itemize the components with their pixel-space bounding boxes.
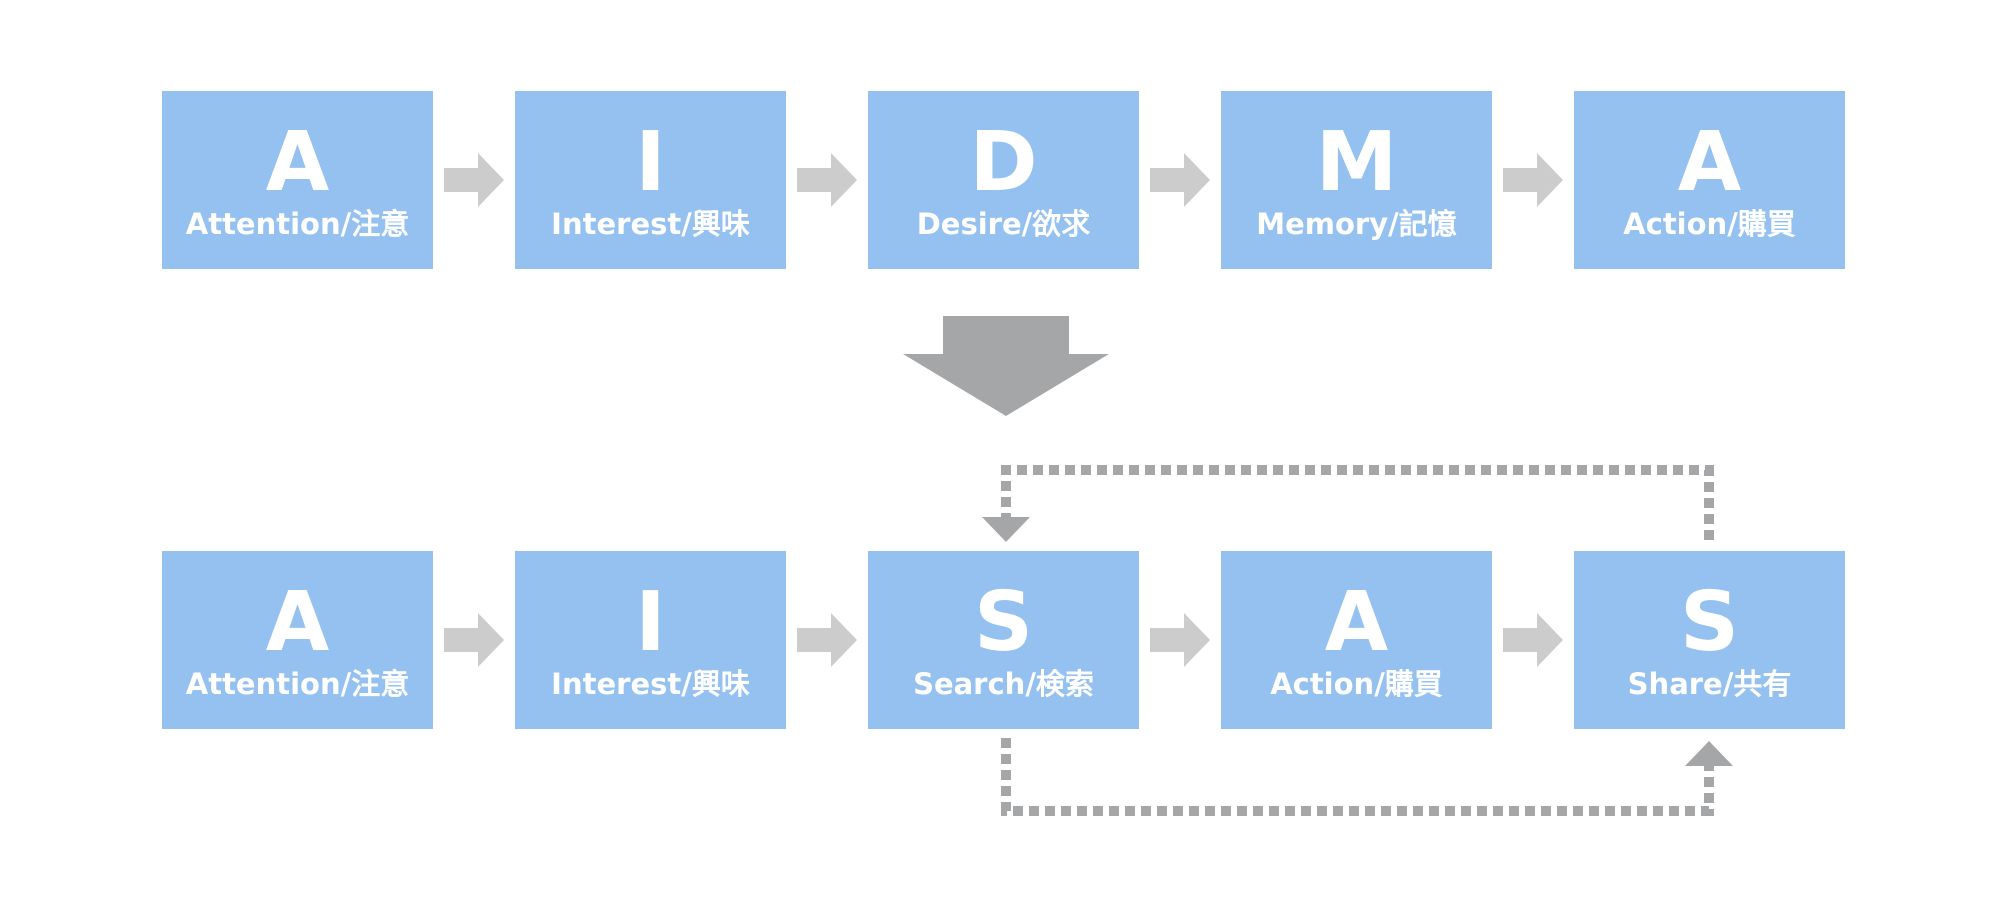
step-box [162, 91, 433, 269]
arrow-down-icon [982, 517, 1030, 542]
step-box [515, 551, 786, 729]
step-letter: I [635, 115, 666, 210]
step-label: Attention/注意 [186, 667, 409, 701]
arrow-down-icon [903, 316, 1109, 416]
step-label: Interest/興味 [551, 667, 750, 701]
step-label: Memory/記憶 [1256, 207, 1456, 241]
step-letter: M [1316, 115, 1398, 210]
step-letter: A [1678, 115, 1742, 210]
step-label: Desire/欲求 [917, 207, 1091, 241]
aisas-step-5: S Share/共有 [1574, 551, 1845, 729]
step-box [162, 551, 433, 729]
arrow-right-icon [444, 613, 504, 667]
step-label: Share/共有 [1628, 667, 1792, 701]
aidma-row: A Attention/注意 I Interest/興味 D Desire/欲求… [162, 91, 1845, 269]
step-letter: S [974, 575, 1033, 670]
arrow-right-icon [1503, 613, 1563, 667]
step-box [868, 91, 1139, 269]
arrow-right-icon [1150, 613, 1210, 667]
aisas-step-2: I Interest/興味 [515, 551, 786, 729]
step-box [868, 551, 1139, 729]
step-box [1221, 551, 1492, 729]
step-letter: A [266, 575, 330, 670]
step-label: Interest/興味 [551, 207, 750, 241]
aidma-step-3: D Desire/欲求 [868, 91, 1139, 269]
aisas-row: A Attention/注意 I Interest/興味 S Search/検索… [162, 551, 1845, 729]
arrow-right-icon [797, 613, 857, 667]
step-letter: I [635, 575, 666, 670]
step-letter: S [1680, 575, 1739, 670]
step-label: Attention/注意 [186, 207, 409, 241]
step-box [1574, 551, 1845, 729]
step-box [515, 91, 786, 269]
aidma-step-4: M Memory/記憶 [1221, 91, 1492, 269]
aidma-step-2: I Interest/興味 [515, 91, 786, 269]
aidma-step-1: A Attention/注意 [162, 91, 433, 269]
arrow-right-icon [444, 153, 504, 207]
aisas-step-3: S Search/検索 [868, 551, 1139, 729]
step-label: Action/購買 [1623, 207, 1796, 241]
loop-line-top [1001, 465, 1714, 540]
step-letter: A [266, 115, 330, 210]
step-box [1574, 91, 1845, 269]
arrow-up-icon [1685, 741, 1733, 766]
step-label: Search/検索 [913, 667, 1094, 701]
arrow-right-icon [797, 153, 857, 207]
step-label: Action/購買 [1270, 667, 1443, 701]
arrow-right-icon [1503, 153, 1563, 207]
step-letter: A [1325, 575, 1389, 670]
step-box [1221, 91, 1492, 269]
step-letter: D [969, 115, 1037, 210]
aisas-step-1: A Attention/注意 [162, 551, 433, 729]
loop-line-bottom [1001, 738, 1714, 816]
aisas-step-4: A Action/購買 [1221, 551, 1492, 729]
arrow-right-icon [1150, 153, 1210, 207]
share-search-loop [982, 465, 1733, 816]
aidma-step-5: A Action/購買 [1574, 91, 1845, 269]
